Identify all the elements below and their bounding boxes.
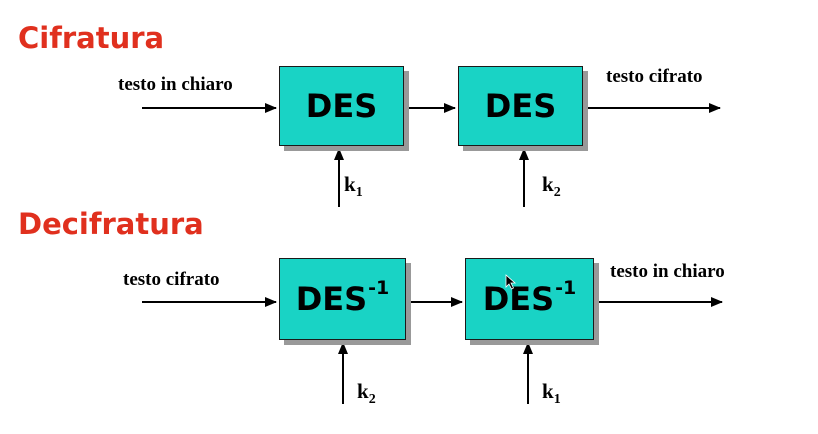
dec-output-label: testo in chiaro [610,261,725,282]
enc-output-label: testo cifrato [606,66,703,87]
dec-key-2-index: 1 [553,392,561,407]
dec-des-inverse-block-2: DES-1 [465,258,594,340]
dec-block-2-superscript: -1 [555,277,577,299]
dec-block-1-label: DES [295,280,368,318]
dec-des-inverse-block-1: DES-1 [279,258,406,340]
enc-key-1-index: 1 [355,185,363,200]
dec-block-2-label: DES [482,280,555,318]
enc-des-block-2: DES [458,66,583,146]
dec-key-1-letter: k [357,379,369,403]
mouse-pointer-icon [505,274,517,290]
dec-key-1-index: 2 [368,392,376,407]
dec-key-2: k1 [542,379,561,407]
enc-key-2-letter: k [542,172,554,196]
enc-block-1-label: DES [305,87,378,125]
enc-key-2: k2 [542,172,561,200]
enc-des-block-1: DES [279,66,404,146]
dec-block-1-superscript: -1 [368,277,390,299]
enc-key-2-index: 2 [553,185,561,200]
enc-input-label: testo in chiaro [118,74,233,95]
encryption-title: Cifratura [18,21,165,55]
decryption-title: Decifratura [18,207,204,241]
dec-key-2-letter: k [542,379,554,403]
enc-block-2-label: DES [484,87,557,125]
enc-key-1-letter: k [344,172,356,196]
dec-input-label: testo cifrato [123,269,220,290]
enc-key-1: k1 [344,172,363,200]
dec-key-1: k2 [357,379,376,407]
